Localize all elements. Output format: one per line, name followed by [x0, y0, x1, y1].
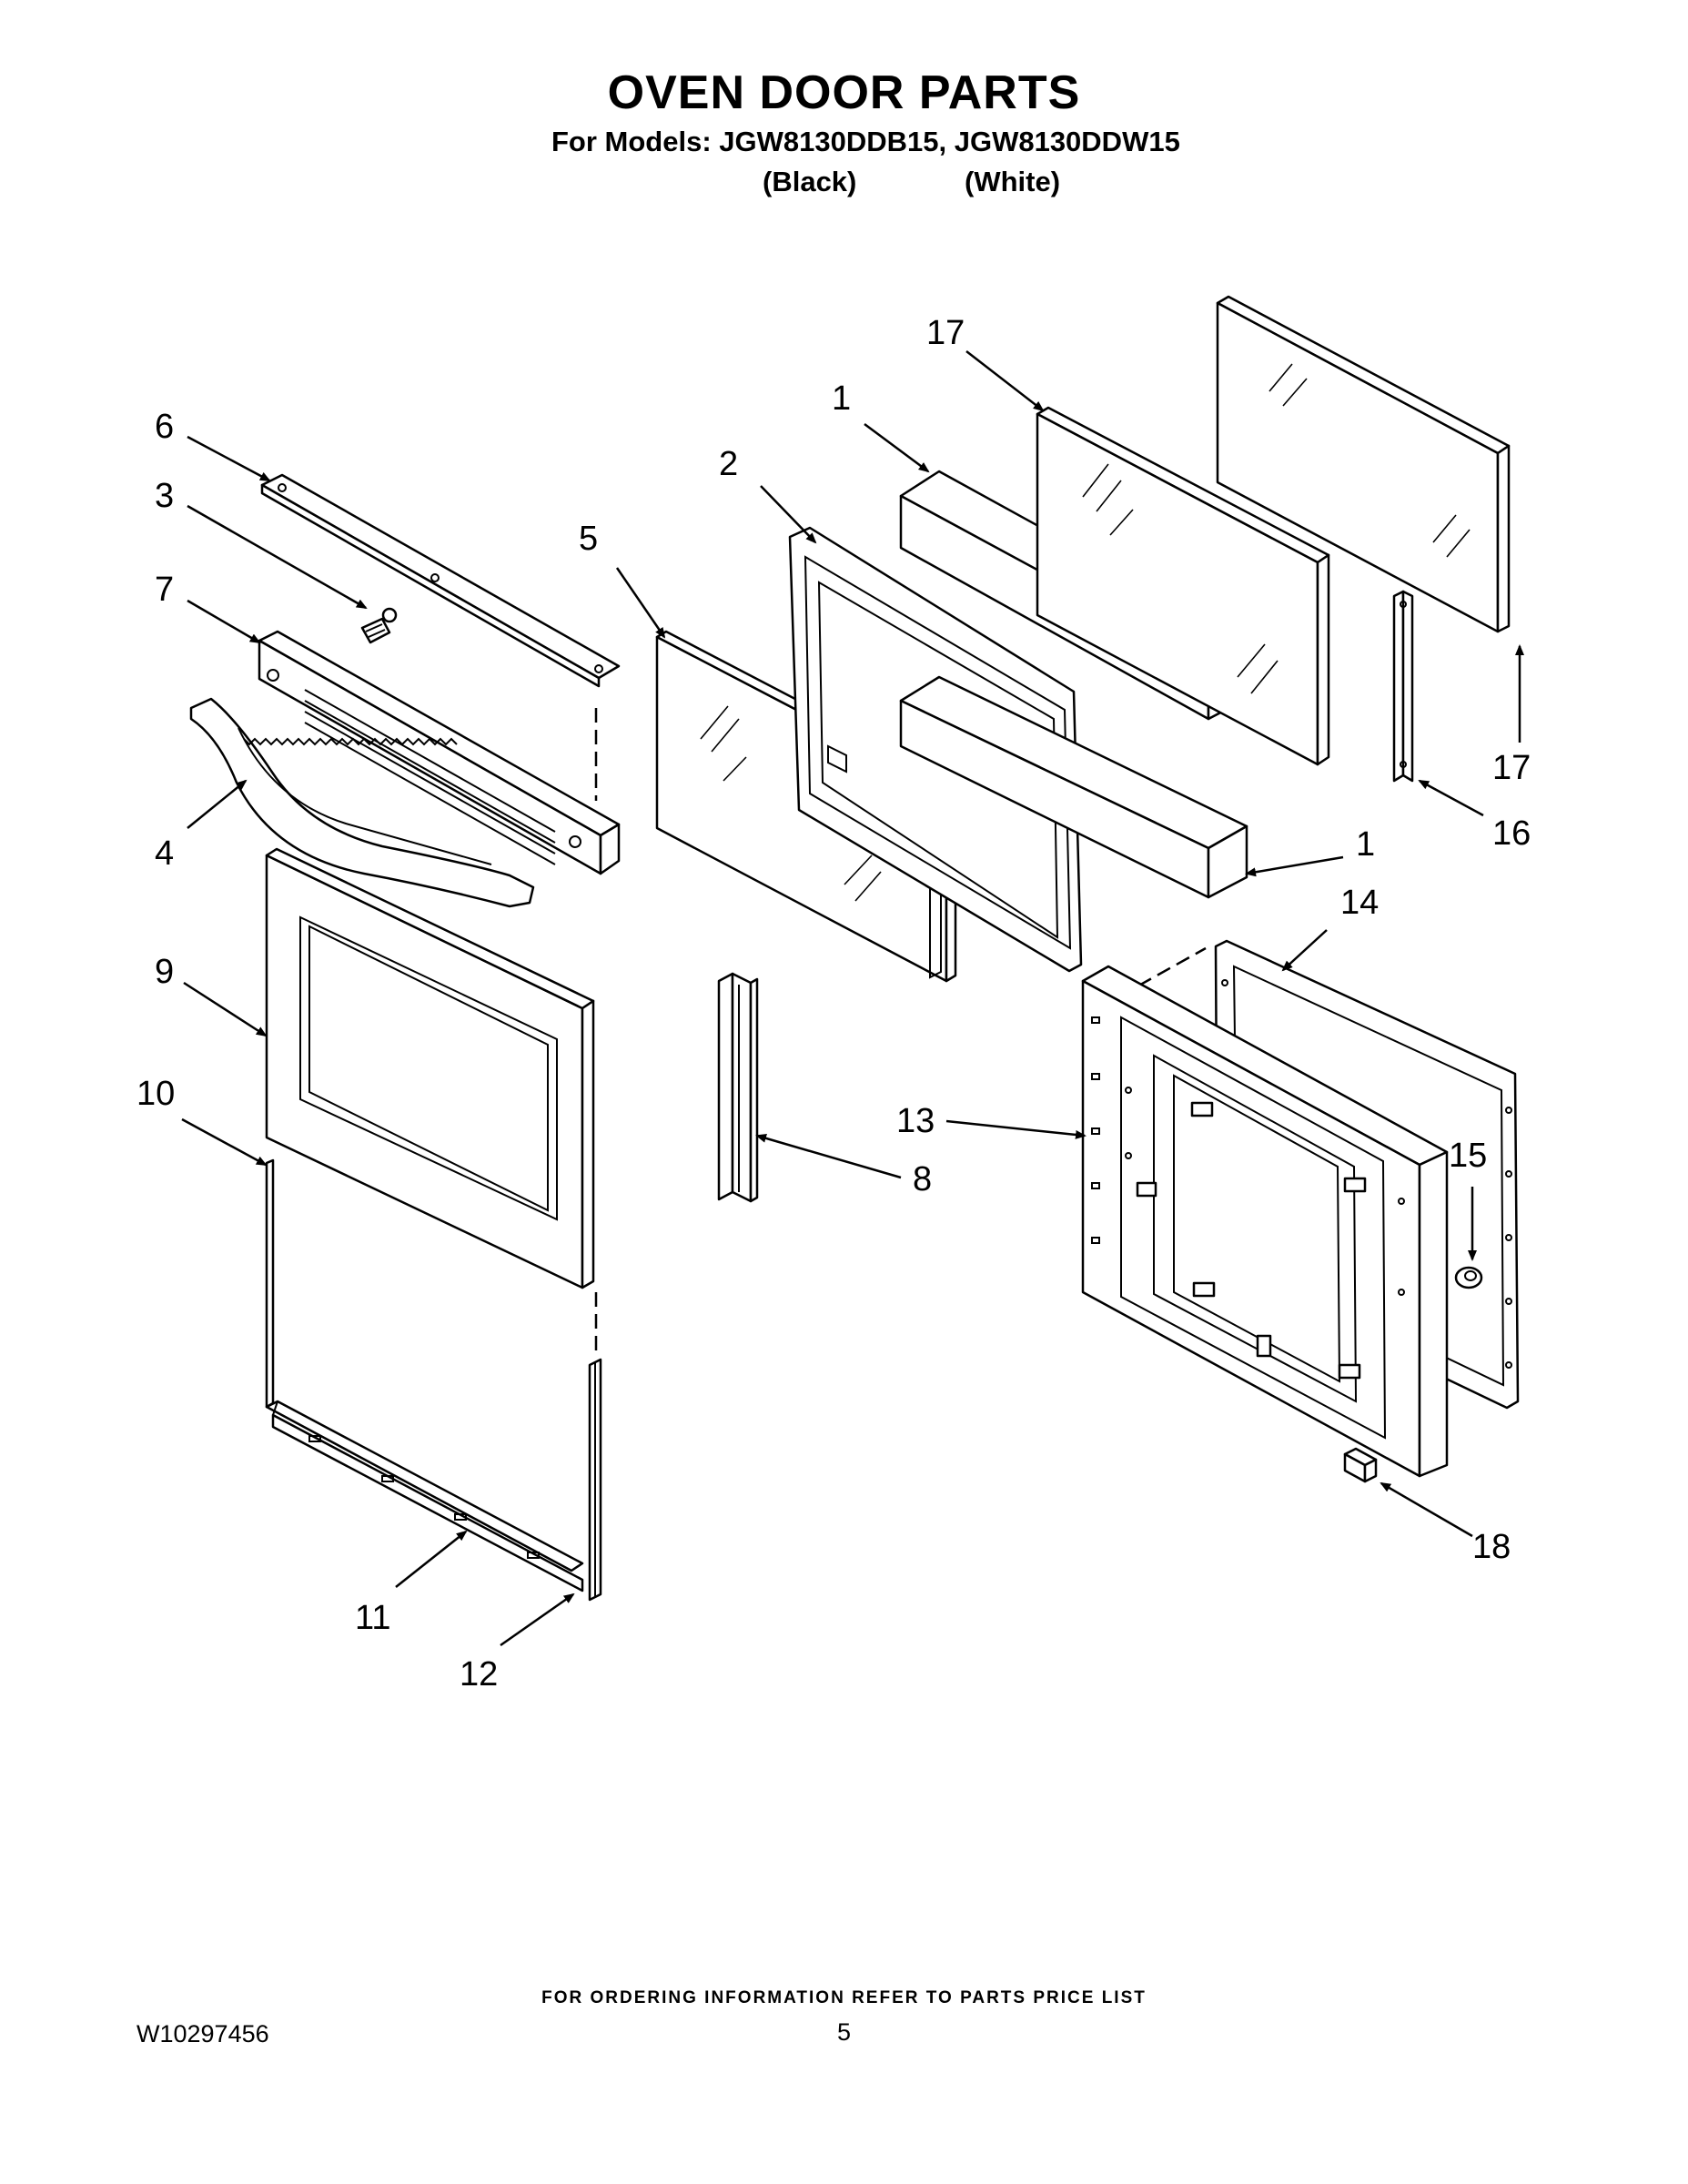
variant-black-label: (Black) — [763, 166, 857, 197]
part-18-block — [1343, 1447, 1378, 1483]
part-1-insulation-lower — [899, 675, 1248, 899]
vent-slots — [304, 689, 556, 865]
callout-17-lower: 17 — [1492, 749, 1531, 787]
part-11-bottom-channel — [265, 1400, 584, 1592]
frame-holes — [1091, 1016, 1405, 1296]
leader-lines — [181, 350, 1524, 1647]
part-10-side-strip — [265, 1158, 275, 1409]
callout-10: 10 — [136, 1075, 175, 1113]
variant-white-label: (White) — [965, 166, 1061, 197]
callout-6: 6 — [155, 408, 174, 446]
callout-15: 15 — [1449, 1137, 1487, 1175]
callout-16: 16 — [1492, 814, 1531, 853]
part-7-vent-panel — [258, 630, 621, 875]
callout-8: 8 — [913, 1160, 932, 1198]
ordering-note: FOR ORDERING INFORMATION REFER TO PARTS … — [541, 1988, 1147, 2007]
models-line: For Models: JGW8130DDB15, JGW8130DDW15 — [551, 126, 1180, 157]
part-15-bumper — [1454, 1266, 1483, 1289]
part-17-glass-rear — [1216, 295, 1511, 633]
page-title: OVEN DOOR PARTS — [607, 66, 1081, 119]
alignment-line — [1118, 946, 1207, 998]
callout-9: 9 — [155, 953, 174, 991]
callout-4: 4 — [155, 834, 174, 873]
callout-5: 5 — [579, 520, 598, 558]
part-8-side-channel — [717, 972, 759, 1203]
callout-17-upper: 17 — [926, 314, 965, 352]
part-13-inner-door-frame — [1081, 965, 1449, 1478]
part-9-outer-door-panel — [265, 847, 595, 1289]
callout-2: 2 — [719, 445, 738, 483]
callout-1-upper: 1 — [832, 379, 851, 418]
part-17-glass-middle — [1036, 406, 1330, 766]
part-6-trim-strip — [260, 473, 621, 688]
page-number: 5 — [836, 2018, 852, 2046]
callout-7: 7 — [155, 571, 174, 609]
callout-3: 3 — [155, 477, 174, 515]
part-4-handle — [189, 697, 535, 908]
callout-18: 18 — [1472, 1528, 1511, 1566]
document-number: W10297456 — [136, 2020, 269, 2048]
callout-13: 13 — [896, 1102, 935, 1140]
part-16-side-channel — [1392, 590, 1414, 783]
callout-11: 11 — [355, 1599, 390, 1637]
callout-14: 14 — [1340, 884, 1379, 922]
callout-12: 12 — [460, 1655, 498, 1694]
part-3-screw — [360, 607, 398, 644]
callout-1-lower: 1 — [1356, 825, 1375, 864]
part-12-side-strip — [588, 1358, 602, 1602]
